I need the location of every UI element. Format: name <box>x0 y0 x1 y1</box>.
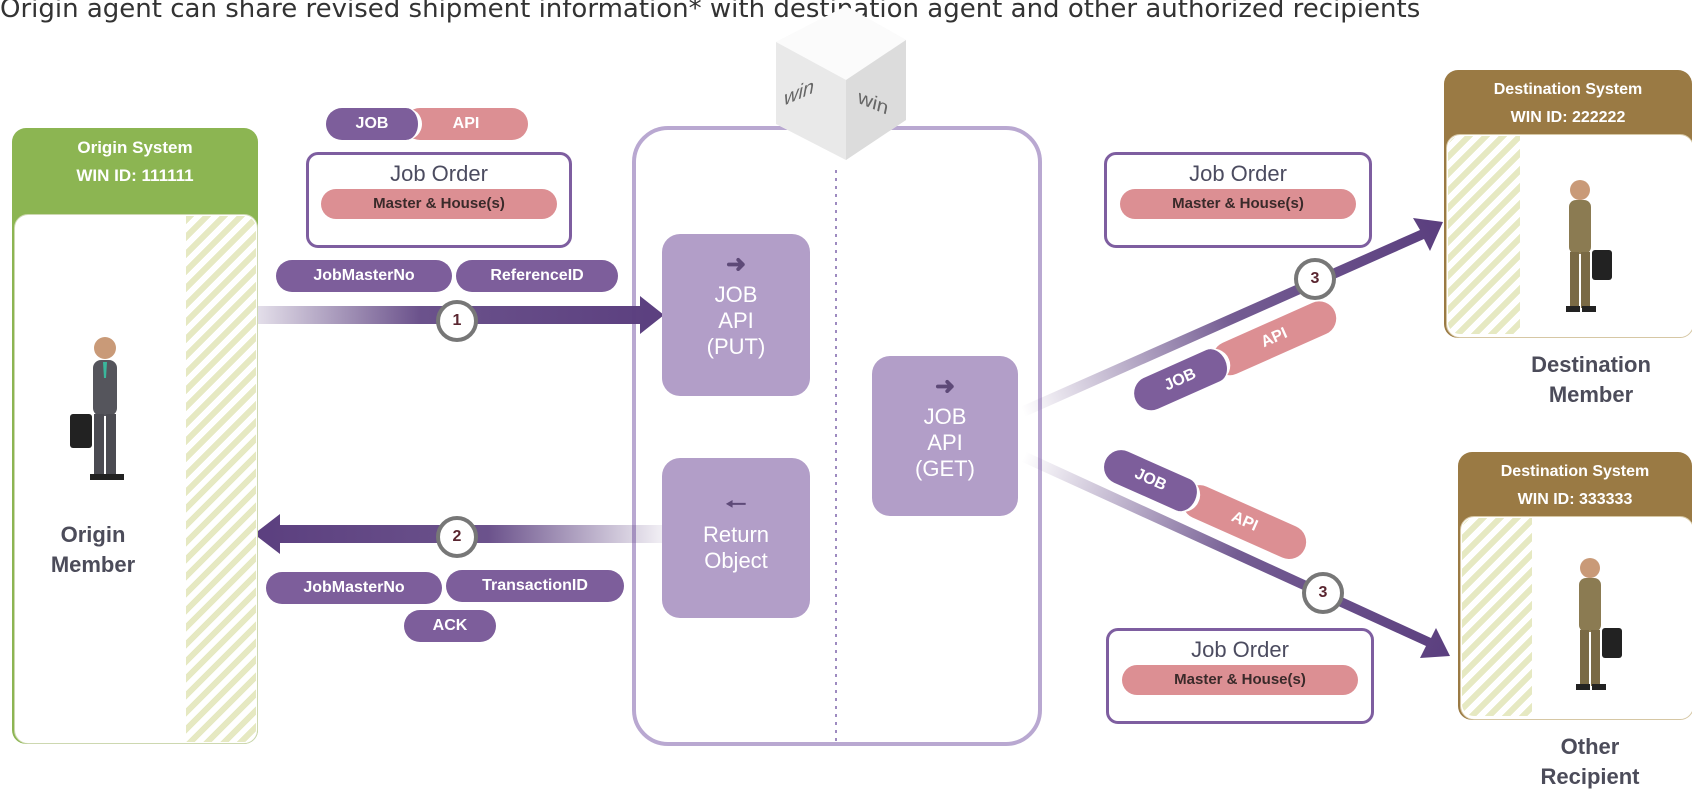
step-3-destination: 3 <box>1294 258 1336 300</box>
right-arrow-icon: ➜ <box>725 251 747 278</box>
job-order-other: Job Order Master & House(s) <box>1106 628 1374 724</box>
arrow-get-destination <box>1018 218 1443 418</box>
destination-win-id: WIN ID: 222222 <box>1510 109 1626 126</box>
api-tag: API <box>404 108 528 140</box>
destination-member-label: Destination Member <box>1531 352 1651 407</box>
step-3-other: 3 <box>1302 572 1344 614</box>
other-win-id: WIN ID: 333333 <box>1517 491 1633 508</box>
job-order-title: Job Order <box>1191 637 1289 662</box>
job-master-no-tag: JobMasterNo <box>276 260 452 292</box>
job-api-put: ➜ JOB API (PUT) <box>662 234 810 396</box>
return-object: 🠐 Return Object <box>662 458 810 618</box>
job-tag: JOB <box>326 108 422 140</box>
origin-member-label: Origin Member <box>50 522 136 577</box>
diagram-caption: Origin agent can share revised shipment … <box>0 0 1421 24</box>
person-icon <box>1566 180 1612 312</box>
job-order-pill: Master & House(s) <box>321 189 557 219</box>
other-system-label: Destination System <box>1500 463 1650 480</box>
step-2: 2 <box>436 516 478 558</box>
destination-system-label: Destination System <box>1493 81 1643 98</box>
job-order-destination: Job Order Master & House(s) <box>1104 152 1372 248</box>
transaction-id-tag: TransactionID <box>446 570 624 602</box>
person-icon <box>70 337 124 480</box>
win-cube-logo <box>776 6 906 160</box>
right-arrow-icon: ➜ <box>934 373 956 400</box>
person-icon <box>1576 558 1622 690</box>
job-order-origin: Job Order Master & House(s) <box>306 152 572 248</box>
origin-hatch <box>186 216 256 742</box>
destination-hatch <box>1448 136 1520 334</box>
job-order-pill: Master & House(s) <box>1120 189 1356 219</box>
other-hatch <box>1462 518 1532 716</box>
other-recipient-label: Other Recipient <box>1540 734 1640 789</box>
left-arrow-icon: 🠐 <box>725 491 747 518</box>
ack-tag: ACK <box>404 610 496 642</box>
job-order-title: Job Order <box>1189 161 1287 186</box>
job-master-no-tag: JobMasterNo <box>266 572 442 604</box>
job-order-title: Job Order <box>390 161 488 186</box>
origin-win-id: WIN ID: 111111 <box>76 166 194 185</box>
reference-id-tag: ReferenceID <box>456 260 618 292</box>
step-1: 1 <box>436 300 478 342</box>
arrow-get-other <box>1018 450 1450 658</box>
job-order-pill: Master & House(s) <box>1122 665 1358 695</box>
job-api-get: ➜ JOB API (GET) <box>872 356 1018 516</box>
origin-system-label: Origin System <box>77 138 193 157</box>
